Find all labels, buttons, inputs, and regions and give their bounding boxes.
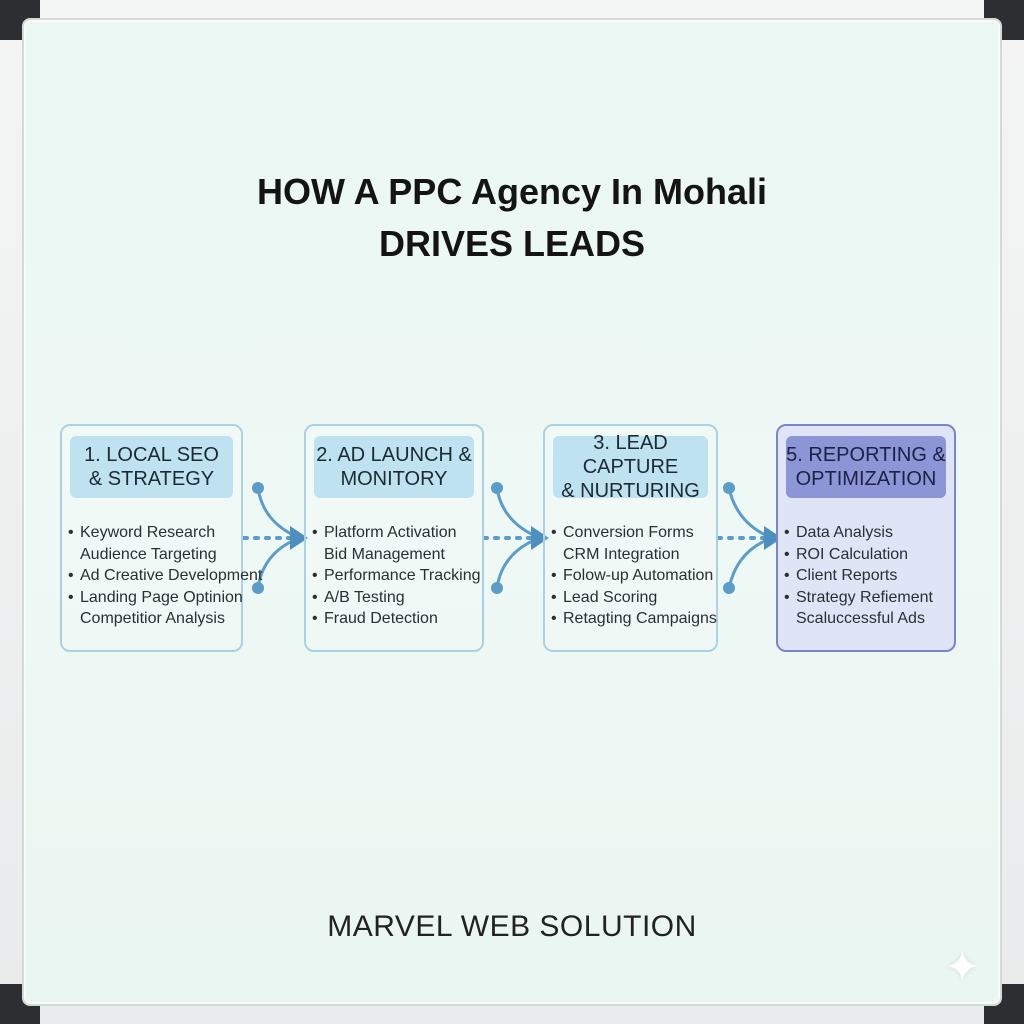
list-item: ROI Calculation [784,544,933,566]
sparkle-icon: ✦ [944,943,981,992]
step-heading: 2. AD LAUNCH & MONITORY [314,436,474,498]
list-item: Audience Targeting [80,545,217,563]
list-item: Competitior Analysis [80,610,225,627]
list-item: Client Reports [784,565,933,587]
step-heading: 1. LOCAL SEO & STRATEGY [70,436,233,498]
list-item: Data Analysis [784,522,933,544]
step-card-4: 5. REPORTING & OPTIMIZATION Data Analysi… [776,424,956,652]
list-item: Ad Creative Development [68,565,262,587]
step-card-1: 1. LOCAL SEO & STRATEGY Keyword Research… [60,424,262,652]
list-item: Fraud Detection [312,608,481,630]
list-item: Folow-up Automation [551,565,717,587]
step-heading: 5. REPORTING & OPTIMIZATION [786,436,946,498]
list-item: Performance Tracking [312,565,481,587]
list-item: CRM Integration [563,545,680,563]
list-item: Keyword Research [68,522,262,544]
list-item: Scaluccessful Ads [796,610,925,627]
step-items: Conversion Forms CRM Integration Folow-u… [551,522,717,630]
list-item: A/B Testing [312,587,481,609]
step-items: Keyword Research Audience Targeting Ad C… [68,522,262,630]
list-item: Retagting Campaigns [551,608,717,630]
list-item: Strategy Refiement [784,587,933,609]
list-item: Platform Activation [312,522,481,544]
step-items: Data Analysis ROI Calculation Client Rep… [784,522,933,630]
step-card-2: 2. AD LAUNCH & MONITORY Platform Activat… [304,424,484,652]
step-items: Platform Activation Bid Management Perfo… [312,522,481,630]
step-heading: 3. LEAD CAPTURE & NURTURING [553,432,708,502]
list-item: Bid Management [324,545,445,563]
footer-brand: MARVEL WEB SOLUTION [327,910,697,943]
title-line-1: HOW A PPC Agency In Mohali [256,171,768,212]
list-item: Lead Scoring [551,587,717,609]
list-item: Conversion Forms [551,522,717,544]
title-line-2: DRIVES LEADS [378,223,646,264]
list-item: Landing Page Optinion [68,587,262,609]
step-card-3: 3. LEAD CAPTURE & NURTURING Conversion F… [543,424,718,652]
